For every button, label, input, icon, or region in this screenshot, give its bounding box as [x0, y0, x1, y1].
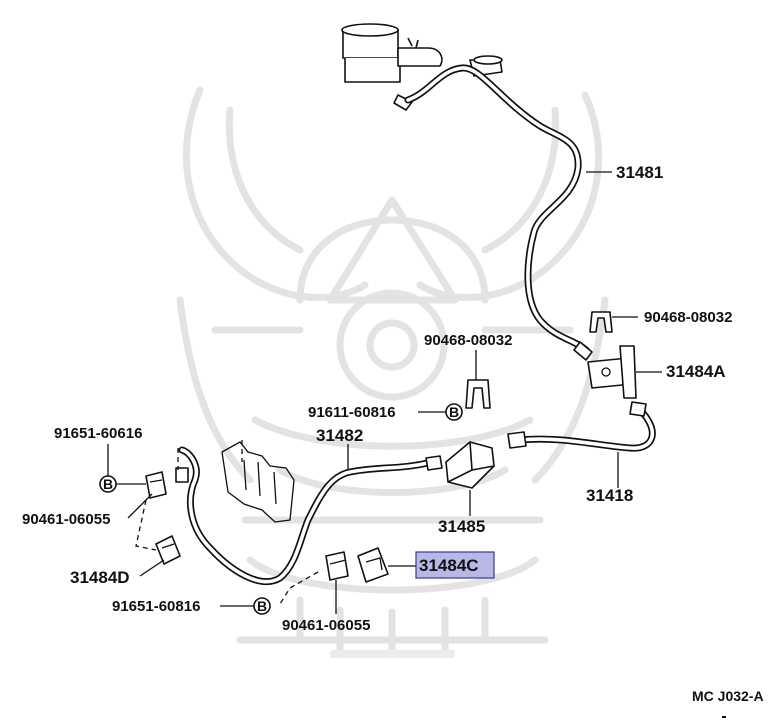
label-90461-left: 90461-06055 — [22, 511, 110, 528]
diagram-code: MC J032-A — [692, 688, 764, 704]
transmission-outline — [177, 440, 295, 523]
label-91651-bottom: 91651-60816 — [112, 598, 200, 615]
bracket-31485 — [445, 441, 495, 489]
label-90461-bottom: 90461-06055 — [282, 617, 370, 634]
label-31484C: 31484C — [419, 556, 479, 575]
label-90468-right: 90468-08032 — [644, 309, 732, 326]
label-31485: 31485 — [438, 517, 485, 536]
clutch-line-31482 — [175, 446, 443, 586]
dashed-guide-left — [135, 499, 157, 551]
clutch-line-31481 — [404, 64, 593, 361]
bracket-31484A — [587, 345, 637, 399]
label-31418: 31418 — [586, 486, 633, 505]
bracket-31484D — [155, 535, 181, 565]
corner-mark — [722, 716, 726, 718]
clip-left-90461 — [145, 471, 167, 499]
dashed-guide-bottom — [279, 571, 319, 605]
flexible-hose-31418 — [507, 401, 656, 452]
clip-right-90468 — [589, 311, 613, 333]
highlight-31484C — [415, 551, 495, 579]
leader-lines — [107, 171, 662, 614]
label-91611: 91611-60816 — [308, 404, 396, 421]
bolt-symbol-bottom: B — [253, 597, 271, 615]
label-31481: 31481 — [616, 163, 663, 182]
label-90468-center: 90468-08032 — [424, 332, 512, 349]
master-cylinder — [341, 23, 503, 111]
clip-center-90468 — [465, 379, 491, 409]
label-31484A: 31484A — [666, 362, 726, 381]
clip-bottom-90461 — [325, 551, 349, 581]
svg-text:B: B — [257, 598, 267, 614]
bolt-symbol-center: B — [445, 403, 463, 421]
svg-text:B: B — [449, 404, 459, 420]
bolt-symbol-left: B — [99, 475, 117, 493]
svg-text:B: B — [103, 476, 113, 492]
bracket-31484C — [357, 547, 389, 583]
label-31482: 31482 — [316, 426, 363, 445]
label-31484D: 31484D — [70, 568, 130, 587]
label-91651-upper: 91651-60616 — [54, 425, 142, 442]
